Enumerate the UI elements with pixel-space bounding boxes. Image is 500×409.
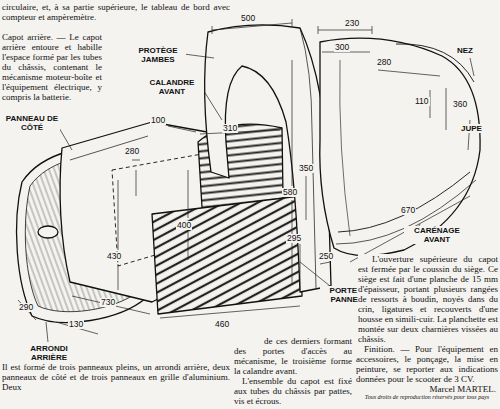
part-name: PROTÈGE JAMBES [130, 46, 186, 64]
dimension: 350 [298, 164, 314, 173]
dimension: 730 [100, 298, 116, 307]
body-text: Finition. — Pour l'équipement en accesso… [356, 344, 498, 384]
body-text: L'ensemble du capot est fixé aux tubes d… [234, 376, 352, 406]
dimension: 295 [286, 234, 302, 243]
part-name: PANNEAU DE CÔTÉ [4, 114, 60, 132]
dimension: 250 [318, 252, 334, 261]
body-text: circulaire, et, à sa partie supérieure, … [2, 2, 230, 22]
signature: Marcel MARTEL. [356, 384, 496, 394]
part-name: ARRONDI ARRIÈRE [16, 344, 82, 362]
copyright-note: Tous droits de reproduction réservés pou… [356, 394, 498, 401]
dimension: 400 [176, 221, 192, 230]
dimension: 280 [124, 147, 140, 156]
dimension: 670 [400, 206, 416, 215]
dimension: 110 [414, 97, 430, 106]
dimension: 230 [344, 19, 360, 28]
body-text: de ces derniers formant des portes d'acc… [234, 336, 352, 376]
dimension: 500 [240, 14, 256, 23]
body-text: L'ouverture supérieure du capot est ferm… [358, 254, 498, 344]
dimension: 290 [18, 303, 34, 312]
dimension: 310 [222, 124, 238, 133]
dimension: 100 [150, 116, 166, 125]
body-text: Il est formé de trois panneaux pleins, u… [2, 362, 230, 392]
dimension: 300 [334, 43, 350, 52]
dimension: 580 [282, 188, 298, 197]
dimension: 430 [106, 252, 122, 261]
part-name: NEZ [456, 46, 474, 55]
body-text: Capot arrière. — Le capot arrière entour… [2, 32, 102, 102]
part-name: CALANDRE AVANT [140, 78, 204, 96]
dimension: 460 [214, 320, 230, 329]
dimension: 280 [376, 58, 392, 67]
dimension: 130 [68, 320, 84, 329]
dimension: 360 [452, 100, 468, 109]
part-name: JUPE [460, 124, 483, 133]
part-name: CARÉNAGE AVANT [404, 226, 470, 244]
